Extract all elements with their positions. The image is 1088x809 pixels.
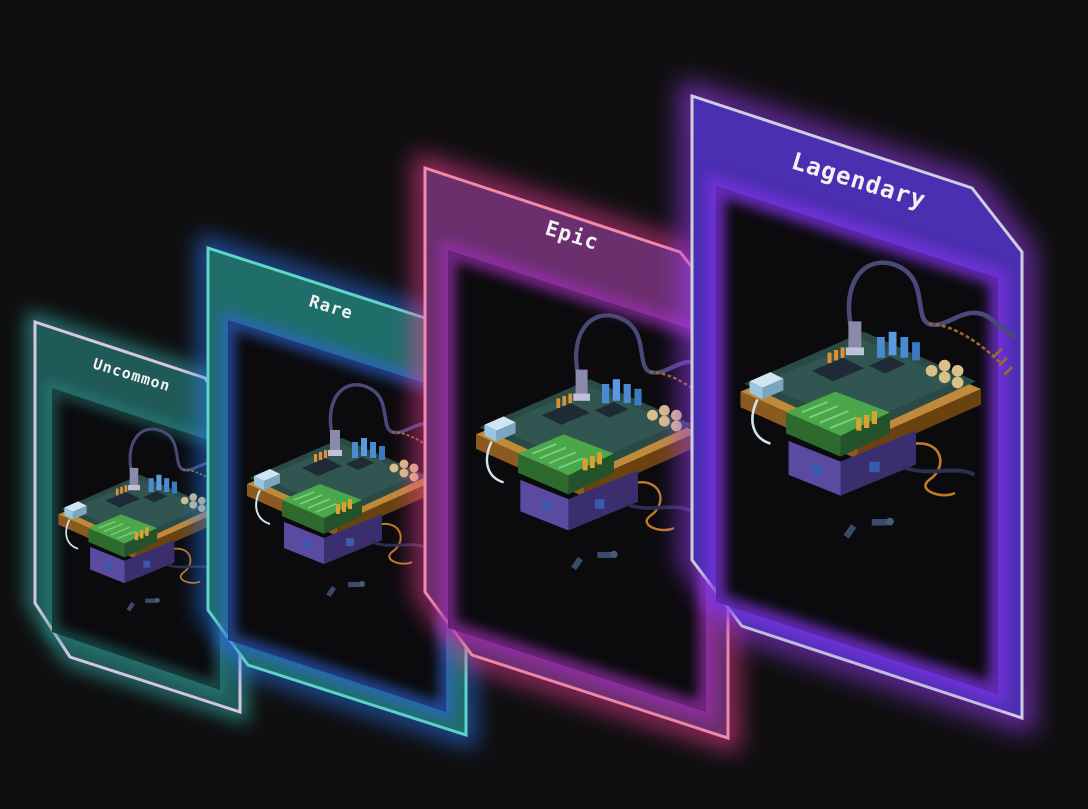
card-legendary[interactable]: Lagendary [680,79,1034,735]
card-rare[interactable]: Rare [198,234,476,749]
card-epic[interactable]: Epic [414,152,739,754]
card-uncommon[interactable]: Uncommon [27,310,248,723]
